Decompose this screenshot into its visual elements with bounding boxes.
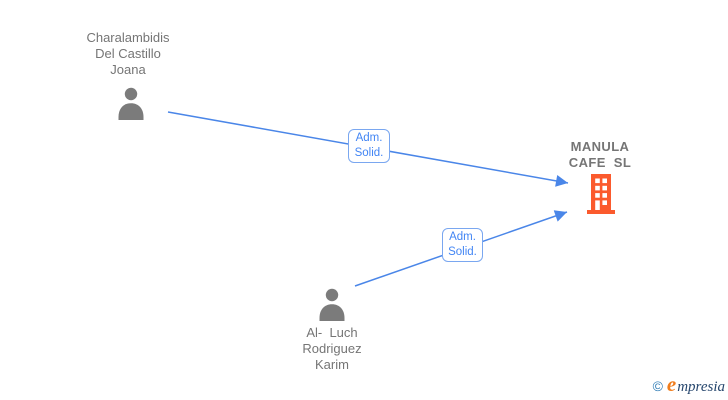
node-person1-name[interactable]: Charalambidis Del Castillo Joana <box>48 30 208 78</box>
edge-label-line: Adm. <box>355 132 383 144</box>
brand-initial: e <box>666 372 677 396</box>
company-name-line: CAFE SL <box>568 155 632 170</box>
node-person2[interactable] <box>318 288 346 327</box>
name-line: Karim <box>315 357 349 372</box>
empresia-logo[interactable]: © e mpresia <box>652 372 725 396</box>
edge2-label[interactable]: Adm. Solid. <box>442 228 483 262</box>
copyright-icon: © <box>652 378 663 394</box>
person-icon <box>118 87 144 120</box>
name-line: Del Castillo <box>95 46 161 61</box>
node-company[interactable] <box>586 174 616 219</box>
name-line: Rodriguez <box>302 341 362 356</box>
edge1-label[interactable]: Adm. Solid. <box>348 129 390 163</box>
name-line: Charalambidis <box>86 30 170 45</box>
node-person1[interactable] <box>117 87 145 126</box>
name-line: Joana <box>110 62 146 77</box>
edge-label-line: Solid. <box>354 147 384 159</box>
company-name-line: MANULA <box>570 139 630 154</box>
node-company-name[interactable]: MANULA CAFE SL <box>520 139 680 171</box>
edge-label-line: Solid. <box>448 246 477 258</box>
person-icon <box>319 288 345 321</box>
building-icon <box>587 174 615 214</box>
edge-label-line: Adm. <box>449 231 476 243</box>
name-line: Al- Luch <box>306 325 358 340</box>
brand-text: mpresia <box>677 379 725 395</box>
node-person2-name[interactable]: Al- Luch Rodriguez Karim <box>252 325 412 373</box>
